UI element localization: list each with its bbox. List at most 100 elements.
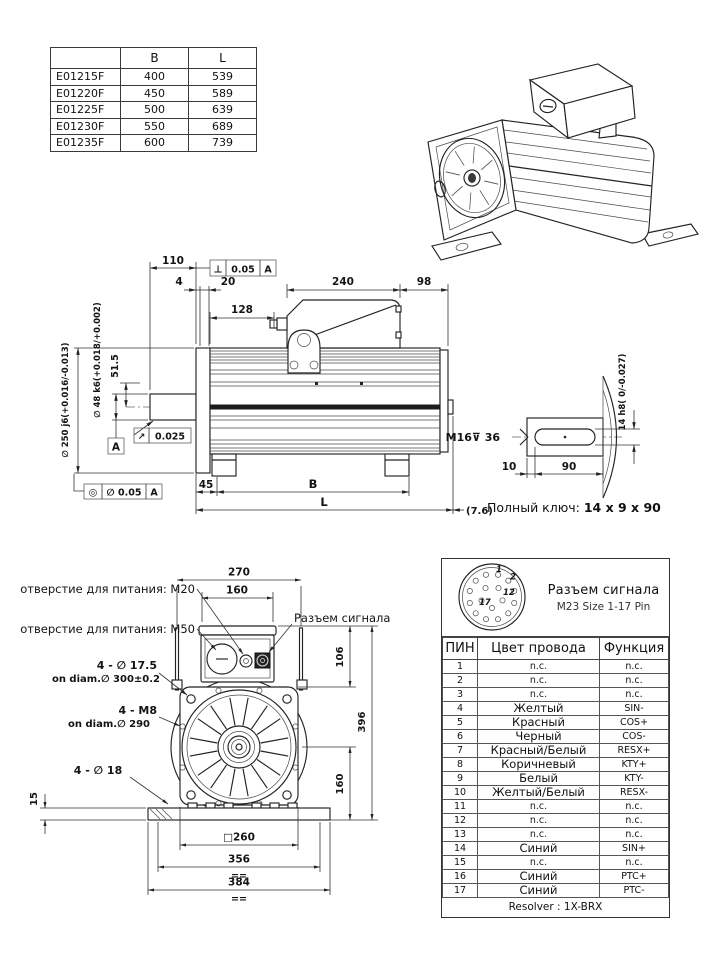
dim-10: 10 — [502, 461, 517, 473]
connector-subtitle: M23 Size 1-17 Pin — [556, 600, 651, 613]
pin-17-label: 17 — [479, 598, 491, 608]
iso-terminal-box — [528, 63, 636, 140]
dim-7-6: (7.6) — [466, 506, 493, 517]
connector-face-diagram: 1 2 12 17 — [458, 563, 526, 631]
perp-datum: A — [264, 265, 272, 276]
dim-90: 90 — [562, 461, 577, 473]
eq-mark-356: == — [231, 871, 247, 882]
b-cell: 400 — [120, 68, 189, 86]
pin-12-label: 12 — [503, 588, 515, 598]
pin-number: 3 — [442, 687, 478, 702]
iso-flange — [427, 119, 517, 241]
dim-270: 270 — [228, 567, 250, 579]
motor-isometric-view — [427, 63, 699, 261]
full-key-note: Полный ключ: 14 x 9 x 90 — [487, 500, 661, 515]
pin-function: n.c. — [599, 687, 669, 702]
l-cell: 689 — [188, 117, 257, 135]
pin-number: 6 — [442, 729, 478, 744]
pin-function: COS+ — [599, 715, 669, 730]
pin-number: 8 — [442, 757, 478, 772]
bolt-m8-bcd-label: on diam.∅ 290 — [68, 719, 150, 730]
side-dimensions: 110 ⊥ 0.05 A 4 20 240 98 128 ∅ 48 k6(+0.… — [61, 255, 493, 517]
m20-hole — [239, 654, 253, 668]
pin-number: 10 — [442, 785, 478, 800]
pin-number: 15 — [442, 855, 478, 870]
runout-value: 0.025 — [155, 432, 185, 443]
wire-color: n.c. — [477, 659, 600, 674]
size-table-header: B L — [50, 47, 257, 69]
datum-a-label: A — [112, 442, 121, 454]
col-header-pin: ПИН — [442, 637, 478, 660]
pin-number: 13 — [442, 827, 478, 842]
b-cell: 600 — [120, 134, 189, 152]
pin-1-label: 1 — [496, 565, 502, 575]
wire-color: n.c. — [477, 687, 600, 702]
iso-feet — [431, 223, 699, 261]
wire-color: Синий — [477, 883, 600, 898]
wire-color: Желтый — [477, 701, 600, 716]
connector-header: 1 2 12 17 Разъем сигнала M23 Size 1-17 P… — [442, 559, 669, 637]
lifting-bracket — [287, 329, 321, 374]
base-plate — [147, 807, 331, 821]
bolt-m8-label: 4 - M8 — [119, 704, 157, 717]
pin-function: PTC- — [599, 883, 669, 898]
pin-number: 7 — [442, 743, 478, 758]
dim-356: 356 — [228, 854, 250, 866]
pin-function: n.c. — [599, 659, 669, 674]
concentricity-frame: ◎ ∅ 0.05 A — [83, 483, 163, 500]
b-cell: 550 — [120, 117, 189, 135]
side-geometry — [126, 299, 454, 477]
signal-connector-label: Разъем сигнала — [294, 611, 390, 625]
front-view-drawing: отверстие для питания: M20 отверстие для… — [20, 567, 390, 906]
front-flange — [179, 686, 299, 806]
l-cell: 739 — [188, 134, 257, 152]
dim-160-top: 160 — [226, 585, 248, 597]
pin-function: SIN+ — [599, 841, 669, 856]
empty-header-cell — [50, 47, 121, 69]
dim-98: 98 — [417, 276, 432, 288]
foot-holes-label: 4 - ∅ 18 — [74, 764, 122, 777]
pin-function: RESX+ — [599, 743, 669, 758]
pin-number: 1 — [442, 659, 478, 674]
dim-15: 15 — [29, 792, 40, 806]
dim-B: B — [309, 477, 318, 491]
dim-45: 45 — [199, 479, 214, 491]
perpendicularity-frame: ⊥ 0.05 A — [209, 259, 277, 277]
m50-hole — [206, 643, 238, 675]
pin-number: 5 — [442, 715, 478, 730]
concentricity-datum: A — [150, 488, 158, 499]
dim-384: 384 — [228, 877, 250, 889]
full-key-value: 14 x 9 x 90 — [583, 500, 661, 515]
concentricity-icon: ◎ — [89, 488, 98, 499]
dim-110: 110 — [162, 255, 184, 267]
model-cell: E01215F — [50, 68, 121, 86]
col-header-b: B — [120, 47, 189, 69]
pin-2-label: 2 — [510, 573, 516, 583]
pin-number: 16 — [442, 869, 478, 884]
cooling-fins — [210, 350, 440, 452]
connector-title: Разъем сигнала — [547, 582, 660, 598]
power-hole-m50-label: отверстие для питания: M50 — [20, 622, 195, 636]
b-cell: 450 — [120, 84, 189, 102]
wire-color: Синий — [477, 869, 600, 884]
wire-color: Красный — [477, 715, 600, 730]
concentricity-value: ∅ 0.05 — [107, 488, 142, 499]
perpendicularity-icon: ⊥ — [213, 265, 222, 276]
dim-240: 240 — [332, 276, 354, 288]
model-cell: E01235F — [50, 134, 121, 152]
pin-function: n.c. — [599, 673, 669, 688]
